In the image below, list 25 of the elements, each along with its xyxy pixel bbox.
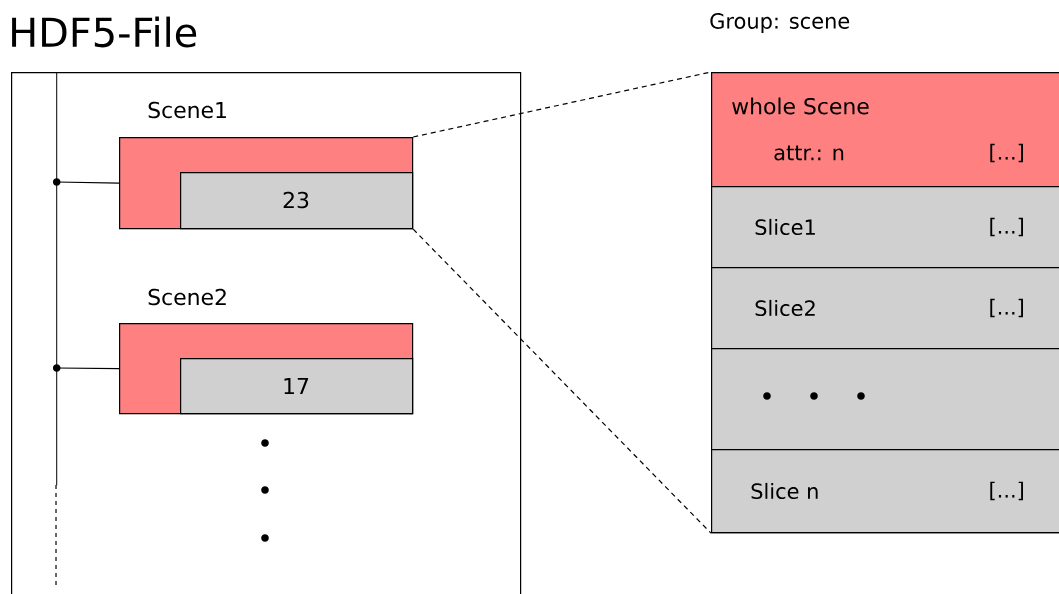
ellipsis-text: [...] <box>990 217 1023 237</box>
value-box <box>180 358 414 415</box>
slice-row <box>711 449 1059 534</box>
row-label: Slice2 <box>755 299 815 317</box>
zoom-line <box>412 228 712 534</box>
row-label: Slice n <box>751 482 818 500</box>
tree-line <box>52 72 61 486</box>
file-box <box>11 16 522 594</box>
slice-row <box>711 267 1059 350</box>
file-title: HDF5-File <box>12 16 197 48</box>
scene-label: Scene1 <box>148 101 226 119</box>
value-text: 17 <box>284 378 309 394</box>
value-text: 23 <box>283 191 309 209</box>
ellipsis-row <box>711 348 1059 451</box>
slice-row <box>711 186 1059 269</box>
ellipsis-text: [...] <box>990 481 1023 501</box>
row-title: whole Scene <box>732 97 869 115</box>
ellipsis-text: [...] <box>990 143 1023 163</box>
header-row <box>711 72 1059 188</box>
ellipsis-text: [...] <box>990 298 1023 318</box>
group-title: Group: scene <box>710 13 850 33</box>
scene-label: Scene2 <box>148 288 226 306</box>
attribute-text: attr.: n <box>774 145 844 161</box>
row-label: Slice1 <box>755 218 815 236</box>
value-box <box>180 172 414 230</box>
